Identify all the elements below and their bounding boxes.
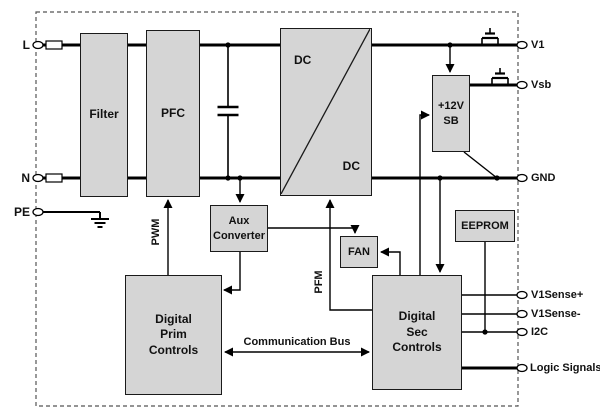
fan-block: FAN [340, 236, 378, 268]
pfc-label: PFC [161, 105, 185, 120]
terminal-l [32, 40, 44, 50]
terminal-label-pe: PE [13, 205, 30, 219]
junction-dots [225, 42, 500, 335]
pfc-block: PFC [146, 30, 200, 197]
fuse-icons [45, 40, 63, 183]
terminal-label-gnd: GND [531, 172, 556, 184]
aux-converter-block: Aux Converter [210, 205, 268, 252]
terminal-label-v1sense-minus: V1Sense- [531, 308, 581, 320]
terminal-label-v1sense-plus: V1Sense+ [531, 289, 584, 301]
terminal-n [32, 173, 44, 183]
fuse-icon [45, 40, 63, 50]
digital-prim-controls-block: Digital Prim Controls [125, 275, 222, 395]
aux-to-prim-wire [223, 252, 241, 295]
fan-label: FAN [348, 245, 370, 258]
pwm-label: PWM [150, 218, 162, 246]
terminal-v1sense-minus [516, 309, 528, 319]
terminal-v1 [516, 40, 528, 50]
terminal-label-i2c: I2C [531, 326, 549, 338]
filter-label: Filter [89, 107, 119, 122]
terminal-pe [32, 207, 44, 217]
terminal-v1sense-plus [516, 290, 528, 300]
dc-dc-converter-block: DC DC [280, 28, 372, 196]
digital-sec-controls-label: Digital Sec Controls [392, 309, 442, 355]
eeprom-block: EEPROM [455, 210, 515, 242]
io-wires [462, 294, 522, 333]
aux-converter-label: Aux Converter [213, 215, 265, 242]
sec-to-fan-wire [380, 247, 401, 275]
terminal-gnd [516, 173, 528, 183]
pfm-wire [325, 199, 372, 311]
control-wires [163, 45, 498, 332]
aux-to-fan-wire [268, 225, 360, 234]
mosfet-icon [481, 28, 499, 45]
fuse-icon [45, 173, 63, 183]
filter-block: Filter [80, 33, 128, 197]
plus-12v-sb-label: +12V SB [438, 100, 464, 127]
terminal-label-vsb: Vsb [531, 79, 552, 91]
pfm-label: PFM [313, 270, 325, 294]
eeprom-label: EEPROM [461, 219, 509, 232]
digital-prim-controls-label: Digital Prim Controls [148, 311, 199, 357]
terminal-label-n: N [21, 171, 30, 185]
plus-12v-sb-block: +12V SB [432, 75, 470, 152]
sec-to-sb-wire [419, 110, 430, 275]
digital-sec-controls-block: Digital Sec Controls [372, 275, 462, 390]
terminal-i2c [516, 327, 528, 337]
terminal-vsb [516, 80, 528, 90]
dc-dc-diagonal-divider [281, 29, 370, 194]
dc-dc-output-label: DC [342, 159, 360, 173]
terminal-pads [32, 40, 528, 373]
communication-bus-label: Communication Bus [243, 336, 351, 348]
mosfet-icon [491, 68, 509, 85]
terminal-label-logic-signals: Logic Signals [530, 362, 600, 374]
capacitor-icon [217, 45, 239, 178]
terminal-label-v1: V1 [531, 39, 545, 51]
sb-return-wire [463, 151, 498, 179]
terminal-logic-signals [516, 363, 528, 373]
terminal-label-l: L [22, 38, 30, 52]
earth-ground-icon [91, 212, 109, 228]
dc-dc-input-label: DC [294, 53, 312, 67]
